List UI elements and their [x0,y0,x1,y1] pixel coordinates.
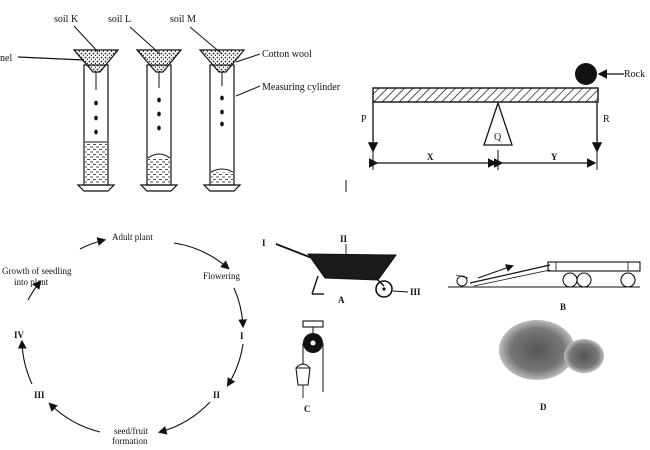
ramp-trailer-b: B [448,261,641,312]
drop [94,115,98,121]
water-l [148,158,170,184]
drop [220,95,224,101]
funnel-pointer [17,56,85,61]
adult-plant-label: Adult plant [112,232,153,242]
drop [220,121,224,127]
cotton-wool-pointer [235,53,261,63]
ramp-plank [469,264,551,284]
drop [157,97,161,103]
stage-iii-label: III [34,390,45,400]
label-b: B [560,302,566,312]
cycle-arrow [48,402,101,433]
wheelbarrow-wheel [375,280,393,298]
soil-l-pointer [129,26,161,55]
stage-iv-label: IV [14,330,25,340]
rock-label: Rock [624,69,645,80]
lever-diagram: Rock Q P R X Y [345,63,645,192]
cotton-wool-label: Cotton wool [262,49,312,60]
label-a: A [338,295,345,305]
water-m [211,172,233,184]
stage-ii-label: II [213,390,221,400]
water-k [85,142,107,184]
lever-beam [372,87,599,103]
soil-m-pointer [189,26,223,55]
soil-l-label: soil L [108,14,131,25]
formation-label: formation [112,436,148,446]
measuring-cylinder-pointer [235,85,261,97]
life-cycle-diagram: Adult plant Flowering I II seed/fruit fo… [2,232,248,446]
wheelbarrow-ii-label: II [340,234,348,244]
wheelbarrow-handle [275,243,313,259]
label-c: C [304,404,311,414]
funnel-k [72,49,120,73]
label-d: D [540,402,547,412]
cycle-arrow [79,237,107,250]
trailer-wheel [562,272,578,288]
growth-label: Growth of seedling [2,266,72,276]
q-label: Q [494,132,502,143]
cylinder-k-base [76,184,116,192]
drop [94,100,98,106]
cycle-arrow [226,343,244,387]
pulley-mount [302,320,324,328]
trailer-wheel [620,272,636,288]
load-barrel [456,275,468,287]
funnel-label: nel [0,53,12,64]
soil-k-label: soil K [54,14,79,25]
cycle-arrow [233,287,248,329]
blob-side [564,339,604,373]
seed-fruit-label: seed/fruit [114,426,148,436]
stage-i-label: I [240,331,244,341]
pulley-c: C [295,320,324,414]
cycle-arrow [17,339,33,385]
rock [575,63,597,85]
drop [157,125,161,131]
soil-k-pointer [73,25,99,53]
textured-object-d: D [499,320,604,412]
cylinder-l: soil L [108,14,183,192]
flowering-label: Flowering [203,271,240,281]
wheelbarrow-a: I II III A [262,234,421,305]
drop [157,111,161,117]
pulley-bucket [295,367,311,386]
cylinder-l-base [139,184,179,192]
trailer-wheel [576,272,592,288]
wheelbarrow-leg [311,275,319,295]
into-plant-label: into plant [14,277,49,287]
cycle-arrow [173,242,230,270]
p-label: P [361,114,367,125]
cylinder-m: soil M [170,14,246,192]
measuring-cylinder-label: Measuring cylinder [262,82,341,93]
funnel-m [198,49,246,73]
soil-experiment: nel soil K soil L [0,14,341,192]
cylinder-k: soil K [54,14,120,192]
wheelbarrow-tray [307,253,397,281]
trailer-deck [547,261,641,272]
cylinder-m-base [202,184,242,192]
water-level-l [147,153,171,159]
drop [94,129,98,135]
x-label: X [427,152,434,162]
push-arrow [477,264,514,279]
soil-m-label: soil M [170,14,196,25]
water-level-m [210,168,234,173]
fulcrum-q [483,100,513,146]
y-label: Y [551,152,558,162]
cycle-arrow [157,401,211,435]
cycle-arrow [27,280,42,301]
r-label: R [603,114,610,125]
wheelbarrow-iii-label: III [410,287,421,297]
blob-main [499,320,575,380]
wheelbarrow-i-label: I [262,238,266,248]
drop [220,109,224,115]
